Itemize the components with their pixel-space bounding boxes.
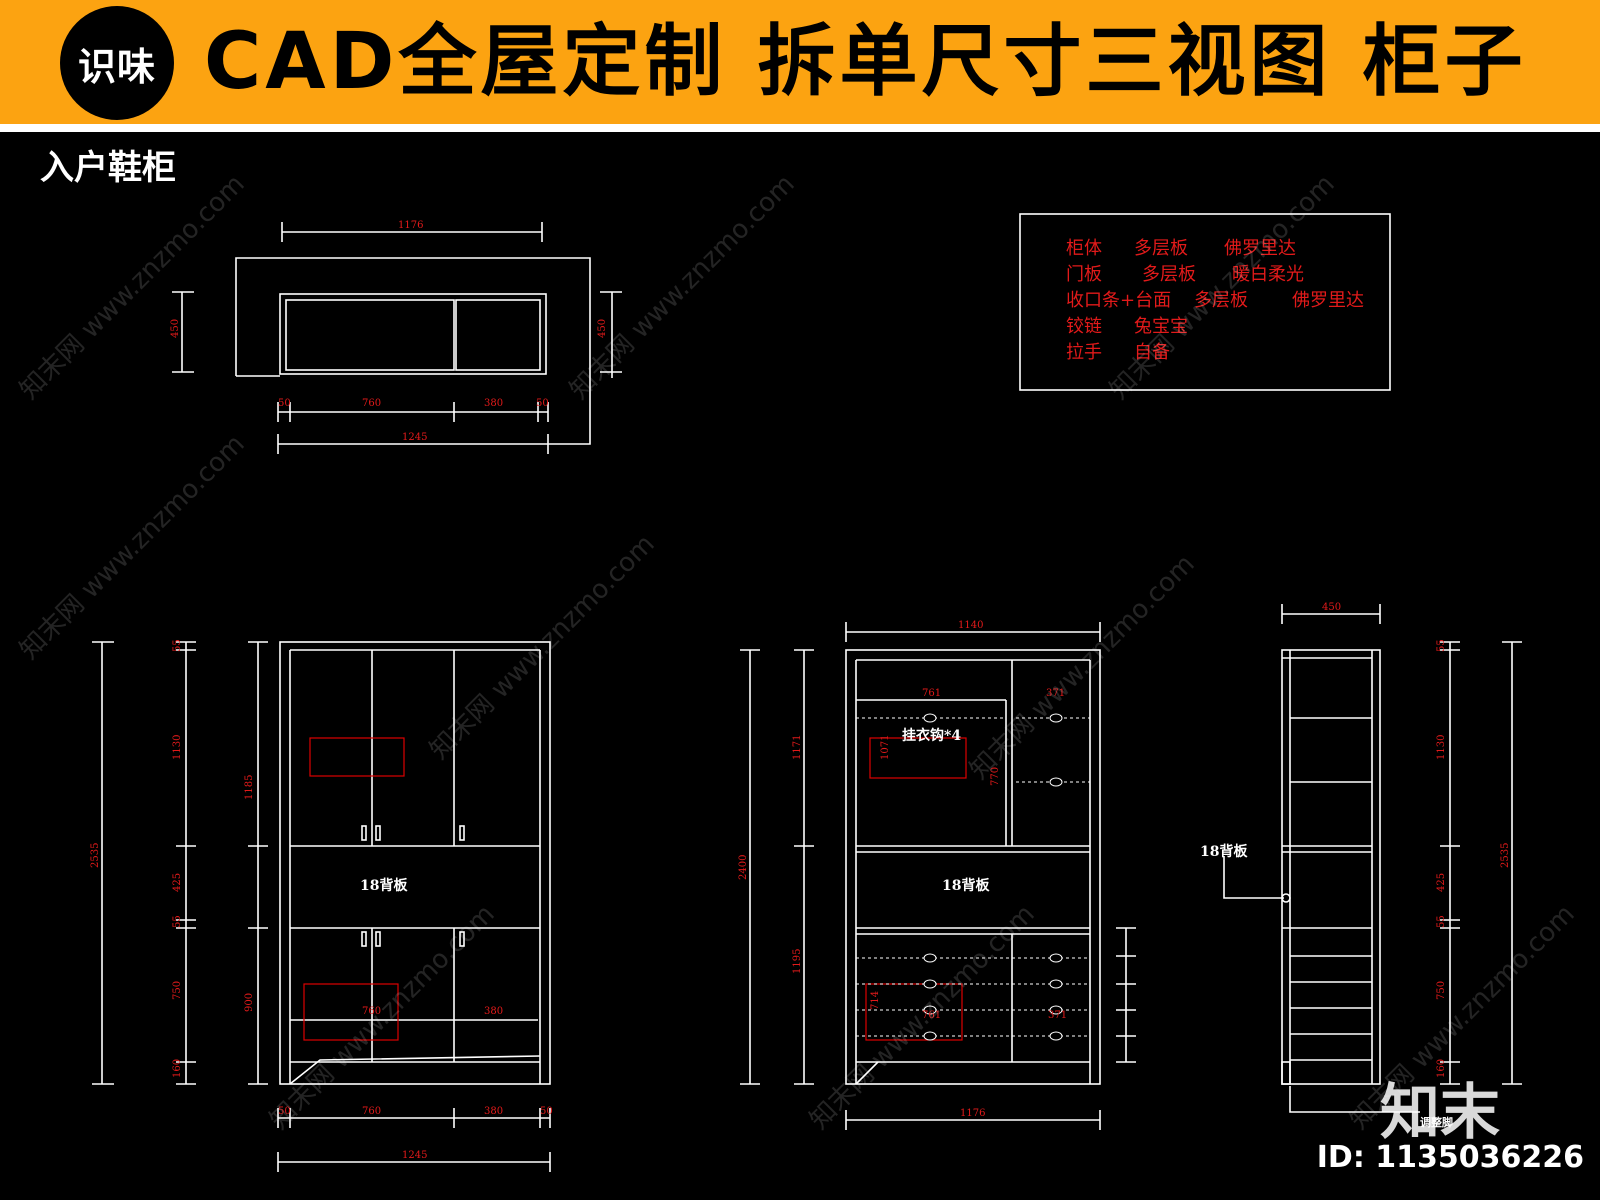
dim-plan-top: 1176	[398, 220, 423, 231]
dim-int-bottom: 1176	[960, 1108, 985, 1119]
dim-side-h2: 425	[1436, 873, 1447, 892]
dim-front-lower: 900	[244, 993, 255, 1012]
legend-r3c1: 兔宝宝	[1134, 316, 1188, 337]
legend-r2c1: 多层板	[1194, 290, 1248, 311]
dim-int-hook-height: 1071	[880, 735, 891, 760]
dim-front-h5: 160	[172, 1059, 183, 1078]
dim-front-total-width: 1245	[402, 1150, 427, 1161]
material-legend-box	[1019, 213, 1391, 391]
brand-logo: 识味	[60, 6, 174, 120]
legend-r0c2: 佛罗里达	[1224, 238, 1296, 259]
drawing-title: 入户鞋柜	[40, 148, 176, 188]
dim-plan-edge-right: 50	[536, 398, 549, 409]
logo-text: 识味	[77, 44, 156, 89]
interior-back-label: 18背板	[942, 877, 990, 894]
dimension-labels: 1176 450 450 50 760 380 50 1245 2535 55 …	[90, 220, 1511, 1161]
dim-plan-edge-left: 50	[278, 398, 291, 409]
dim-front-inner-left: 760	[362, 1006, 381, 1017]
dim-int-drawer-left: 761	[922, 1010, 941, 1021]
legend-r2c0: 收口条+台面	[1066, 290, 1171, 311]
dim-plan-left-seg: 760	[362, 398, 381, 409]
legend-r1c1: 多层板	[1142, 264, 1196, 285]
dim-int-col-right: 371	[1046, 688, 1065, 699]
dim-front-edge-right: 50	[540, 1106, 553, 1117]
dim-plan-depth: 450	[170, 319, 181, 338]
dim-side-total: 2535	[1500, 843, 1511, 868]
dim-int-lower: 1195	[792, 949, 803, 974]
legend-r4c0: 拉手	[1066, 342, 1102, 363]
dim-front-inner-right: 380	[484, 1006, 503, 1017]
legend-r1c2: 暖白柔光	[1232, 264, 1304, 285]
dim-int-right-height: 770	[990, 767, 1001, 786]
cad-drawing: 柜体 多层板 佛罗里达 门板 多层板 暖白柔光 收口条+台面 多层板 佛罗里达 …	[90, 213, 1522, 1172]
dim-side-h1: 1130	[1436, 735, 1447, 760]
dim-plan-total: 1245	[402, 432, 427, 443]
legend-r1c0: 门板	[1066, 264, 1102, 285]
dim-front-h3: 55	[172, 915, 183, 928]
resource-id: ID: 1135036226	[1316, 1140, 1584, 1175]
material-legend: 柜体 多层板 佛罗里达 门板 多层板 暖白柔光 收口条+台面 多层板 佛罗里达 …	[1066, 238, 1364, 363]
dim-front-h4: 750	[172, 981, 183, 1000]
dim-front-edge-left: 50	[278, 1106, 291, 1117]
legend-r3c0: 铰链	[1066, 316, 1102, 337]
dim-int-drawer: 714	[870, 991, 881, 1010]
dim-int-top: 1140	[958, 620, 983, 631]
side-view	[1223, 604, 1522, 1113]
dim-plan-depth-right: 450	[597, 319, 608, 338]
dim-side-depth: 450	[1322, 602, 1341, 613]
legend-r0c1: 多层板	[1134, 238, 1188, 259]
dim-int-drawer-right: 371	[1048, 1010, 1067, 1021]
front-back-label: 18背板	[360, 877, 408, 894]
dim-front-upper: 1185	[244, 775, 255, 800]
dim-front-h2: 425	[172, 873, 183, 892]
dim-int-col-left: 761	[922, 688, 941, 699]
dim-side-h4: 750	[1436, 981, 1447, 1000]
header-banner	[0, 0, 1600, 124]
front-view	[92, 641, 551, 1172]
dim-plan-right-seg: 380	[484, 398, 503, 409]
dim-int-upper: 1171	[792, 735, 803, 760]
dim-front-h0: 55	[172, 639, 183, 652]
legend-r4c1: 自备	[1134, 342, 1170, 363]
dim-front-h1: 1130	[172, 735, 183, 760]
annotation-boxes	[303, 737, 967, 1041]
dim-side-h0: 55	[1436, 639, 1447, 652]
dim-side-h3: 55	[1436, 915, 1447, 928]
dim-front-seg-left: 760	[362, 1106, 381, 1117]
brand-mark: 知末	[1380, 1078, 1500, 1148]
handle-knobs	[923, 713, 1063, 1041]
plan-view	[172, 222, 622, 454]
legend-r0c0: 柜体	[1066, 238, 1102, 259]
dim-front-total: 2535	[90, 843, 101, 868]
foot-label: 调整脚	[1420, 1115, 1453, 1129]
legend-r2c2: 佛罗里达	[1292, 290, 1364, 311]
dim-front-seg-right: 380	[484, 1106, 503, 1117]
header-divider	[0, 124, 1600, 132]
part-labels: 18背板 18背板 挂衣钩*4 18背板 调整脚	[360, 727, 1453, 1129]
side-back-label: 18背板	[1200, 843, 1248, 860]
hook-label: 挂衣钩*4	[902, 727, 961, 744]
dim-int-total: 2400	[738, 855, 749, 880]
page-title: CAD全屋定制 拆单尺寸三视图 柜子	[204, 17, 1527, 107]
interior-view	[740, 622, 1136, 1130]
dim-side-h5: 160	[1436, 1059, 1447, 1078]
